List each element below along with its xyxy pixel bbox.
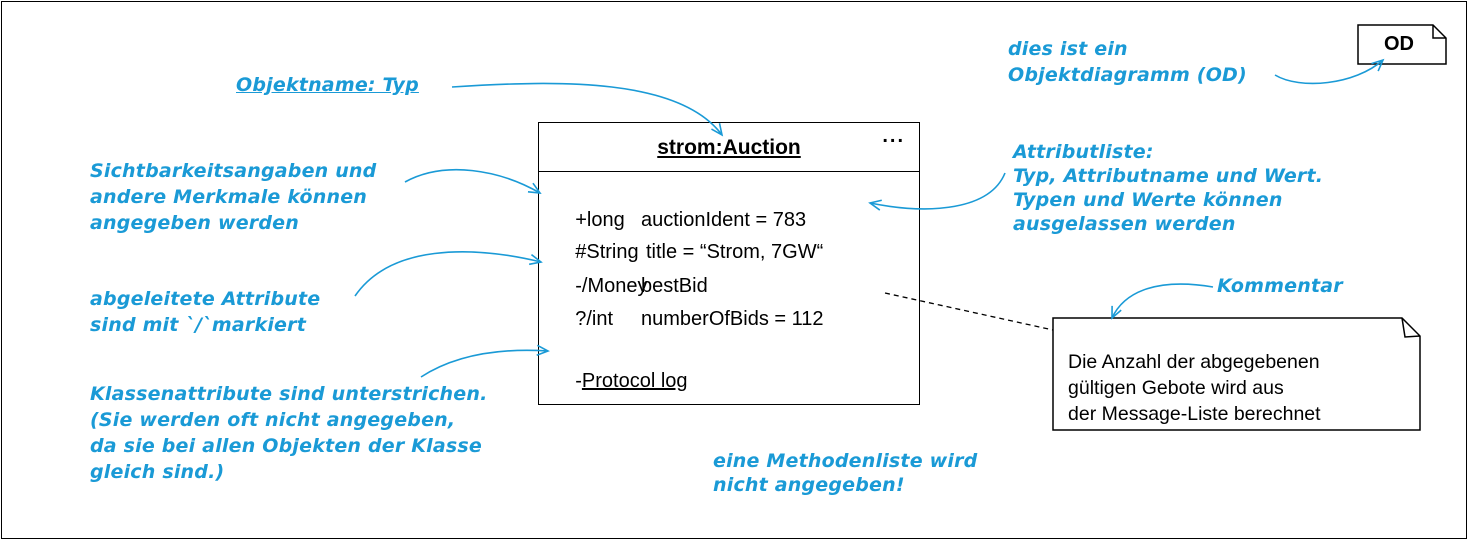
- object-ellipsis: ...: [882, 125, 905, 147]
- comment-text: Die Anzahl der abgegebenen gültigen Gebo…: [1068, 351, 1321, 425]
- object-header: strom:Auction ...: [539, 123, 919, 172]
- class-attribute-name: Protocol log: [581, 370, 688, 392]
- attribute-value: title = “Strom, 7GW“: [646, 241, 824, 263]
- attribute-value: bestBid: [641, 275, 708, 297]
- annotation-object-name-type: Objektname: Typ: [236, 74, 419, 96]
- attribute-row: +long auctionIdent = 783: [553, 186, 806, 255]
- annotation-comment-label: Kommentar: [1217, 275, 1343, 297]
- object-box: strom:Auction ... +long auctionIdent = 78…: [538, 122, 920, 405]
- annotation-visibility: Sichtbarkeitsangaben und andere Merkmale…: [90, 160, 377, 234]
- od-tag: OD: [1357, 24, 1447, 64]
- annotation-class-attributes: Klassenattribute sind unterstrichen. (Si…: [90, 383, 488, 483]
- object-title: strom:Auction: [657, 136, 801, 159]
- attribute-type: ?/int: [575, 308, 614, 330]
- class-attribute-row: -Protocol log: [553, 347, 688, 416]
- attribute-type: +long: [575, 209, 625, 231]
- attribute-type: #String: [575, 241, 639, 263]
- attribute-type: -/Money: [575, 275, 648, 297]
- attribute-row: ?/int numberOfBids = 112: [553, 285, 823, 354]
- attribute-value: numberOfBids = 112: [641, 308, 824, 330]
- annotation-attribute-list: Attributliste: Typ, Attributname und Wer…: [1013, 141, 1324, 235]
- attribute-value: auctionIdent = 783: [641, 209, 807, 231]
- class-attribute-prefix: -: [575, 370, 582, 392]
- annotation-od: dies ist ein Objektdiagramm (OD): [1008, 38, 1247, 86]
- od-tag-label: OD: [1384, 33, 1414, 55]
- annotation-methods: eine Methodenliste wird nicht angegeben!: [713, 450, 978, 496]
- annotation-derived: abgeleitete Attribute sind mit `/`markie…: [90, 288, 321, 336]
- attribute-row: #String title = “Strom, 7GW“: [553, 218, 823, 287]
